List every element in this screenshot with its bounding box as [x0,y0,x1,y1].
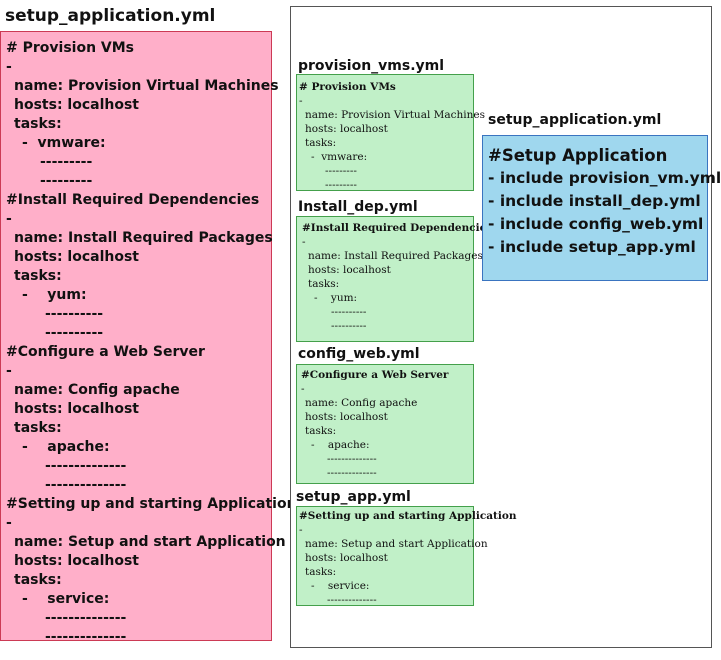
green-line: hosts: localhost [305,123,388,135]
pink-line: - apache: [22,439,110,455]
green-line: #Install Required Dependencies [302,222,493,234]
green-line: - yum: [314,292,358,304]
blue-line: #Setup Application [488,146,668,165]
pink-line: hosts: localhost [14,553,139,569]
pink-line: hosts: localhost [14,249,139,265]
file-title-install-dep: Install_dep.yml [298,199,418,215]
blue-line: - include provision_vm.yml [488,169,721,187]
monolithic-playbook-box: # Provision VMs - name: Provision Virtua… [0,31,297,645]
green-line: ---------- [331,306,367,318]
blue-line: - include config_web.yml [488,215,704,233]
green-line: tasks: [305,137,337,149]
pink-line: #Configure a Web Server [6,344,205,360]
pink-line: # Provision VMs [6,40,135,56]
green-line: - [302,236,306,248]
combined-file-title: setup_application.yml [488,112,662,128]
pink-line: - service: [22,591,110,607]
green-box-setup-app: #Setting up and starting Application - n… [296,506,517,606]
green-line: hosts: localhost [305,411,388,423]
pink-line: - yum: [22,287,87,303]
pink-line: tasks: [14,420,62,436]
pink-line: hosts: localhost [14,97,139,113]
pink-line: -------------- [45,610,127,626]
pink-line: - [6,515,12,531]
pink-line: - vmware: [22,135,106,151]
green-line: - apache: [311,439,370,451]
green-line: tasks: [305,425,337,437]
green-line: name: Config apache [305,397,418,409]
split-files-frame: provision_vms.yml # Provision VMs - name… [290,6,712,648]
green-line: #Setting up and starting Application [299,510,517,522]
blue-line: - include install_dep.yml [488,192,701,210]
green-line: #Configure a Web Server [301,369,449,381]
pink-line: -------------- [45,629,127,645]
green-line: --------- [325,179,357,191]
pink-line: name: Config apache [14,382,180,398]
pink-line: name: Setup and start Application [14,534,286,550]
pink-line: ---------- [45,306,104,322]
pink-line: tasks: [14,116,62,132]
pink-line: -------------- [45,458,127,474]
green-line: tasks: [308,278,340,290]
file-title-provision-vms: provision_vms.yml [298,58,445,74]
green-line: -------------- [327,594,377,606]
pink-line: -------------- [45,477,127,493]
pink-line: - [6,363,12,379]
green-line: name: Provision Virtual Machines [305,109,486,121]
green-line: -------------- [327,467,377,479]
green-line: -------------- [327,453,377,465]
pink-line: #Install Required Dependencies [6,192,260,208]
pink-line: hosts: localhost [14,401,139,417]
green-line: - [301,383,305,395]
file-title-setup-app: setup_app.yml [296,489,411,505]
pink-line: tasks: [14,268,62,284]
green-line: hosts: localhost [305,552,388,564]
green-line: name: Setup and start Application [305,538,488,550]
file-title-config-web: config_web.yml [298,346,420,362]
main-file-title: setup_application.yml [5,6,216,26]
green-line: - vmware: [311,151,368,163]
green-line: name: Install Required Packages [308,250,483,262]
pink-line: --------- [40,154,93,170]
pink-line: --------- [40,173,93,189]
green-line: - [299,524,303,536]
green-box-install-dep: #Install Required Dependencies - name: I… [296,216,492,342]
green-box-config-web: #Configure a Web Server - name: Config a… [296,364,474,484]
green-box-provision-vms: # Provision VMs - name: Provision Virtua… [296,74,485,191]
green-line: hosts: localhost [308,264,391,276]
pink-line: #Setting up and starting Application [6,496,297,512]
pink-line: name: Install Required Packages [14,230,273,246]
green-line: - service: [311,580,370,592]
pink-line: tasks: [14,572,62,588]
pink-line: name: Provision Virtual Machines [14,78,279,94]
green-line: # Provision VMs [299,81,396,93]
pink-line: - [6,211,12,227]
green-line: - [299,95,303,107]
pink-line: - [6,59,12,75]
green-line: ---------- [331,320,367,332]
green-line: --------- [325,165,357,177]
pink-line: ---------- [45,325,104,341]
blue-line: - include setup_app.yml [488,238,696,256]
combined-playbook-box: #Setup Application - include provision_v… [482,135,721,281]
green-line: tasks: [305,566,337,578]
